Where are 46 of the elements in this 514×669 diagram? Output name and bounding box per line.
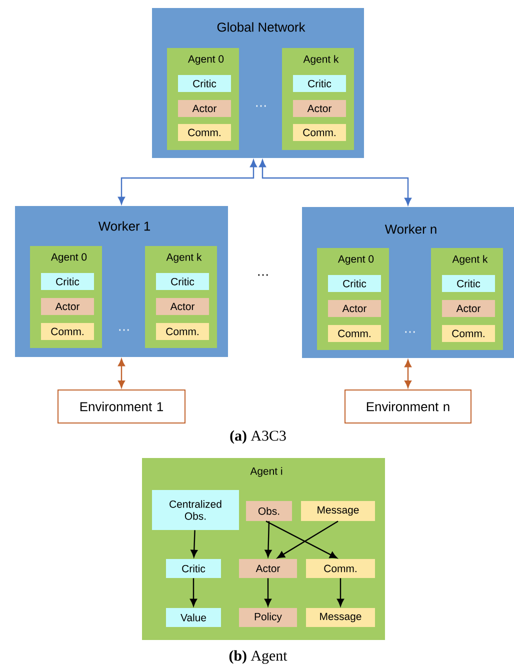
critic-box: Critic [442, 275, 495, 292]
actor-box: Actor [178, 100, 231, 117]
comm-box: Comm. [156, 323, 209, 340]
output-box: Policy [239, 608, 297, 627]
input-box: Centralized Obs. [152, 490, 239, 530]
arrow [277, 520, 338, 558]
actor-box: Actor [41, 298, 94, 315]
arrow [264, 521, 272, 558]
comm-box: Comm. [306, 559, 375, 578]
comm-box: Comm. [41, 323, 94, 340]
arrow [190, 530, 198, 558]
arrow [118, 160, 257, 204]
critic-box: Critic [293, 75, 346, 92]
critic-box: Critic [166, 559, 221, 578]
comm-box: Comm. [442, 325, 495, 342]
arrow [259, 160, 412, 206]
comm-box: Comm. [328, 325, 381, 342]
comm-box: Comm. [178, 124, 231, 141]
ellipsis: … [405, 331, 415, 333]
ellipsis: … [256, 105, 266, 107]
ellipsis: … [258, 274, 268, 276]
actor-box: Actor [239, 559, 297, 578]
arrow [404, 360, 412, 388]
arrow [264, 578, 272, 606]
actor-box: Actor [328, 300, 381, 317]
actor-box: Actor [293, 100, 346, 117]
input-box: Message [301, 501, 375, 521]
actor-box: Actor [442, 300, 495, 317]
arrow [337, 578, 344, 606]
caption: (b) Agent [229, 650, 288, 664]
critic-box: Critic [328, 275, 381, 292]
arrow [266, 520, 338, 558]
critic-box: Critic [156, 273, 209, 290]
arrow [118, 358, 125, 388]
ellipsis: … [119, 329, 129, 331]
arrow [190, 578, 197, 606]
environment-box: Environment n [344, 390, 472, 424]
actor-box: Actor [156, 298, 209, 315]
output-box: Message [306, 608, 375, 627]
environment-box: Environment 1 [58, 390, 186, 424]
input-box: Obs. [246, 501, 292, 521]
critic-box: Critic [178, 75, 231, 92]
critic-box: Critic [41, 273, 94, 290]
output-box: Value [166, 608, 221, 627]
comm-box: Comm. [293, 124, 346, 141]
caption: (a) A3C3 [230, 430, 286, 444]
